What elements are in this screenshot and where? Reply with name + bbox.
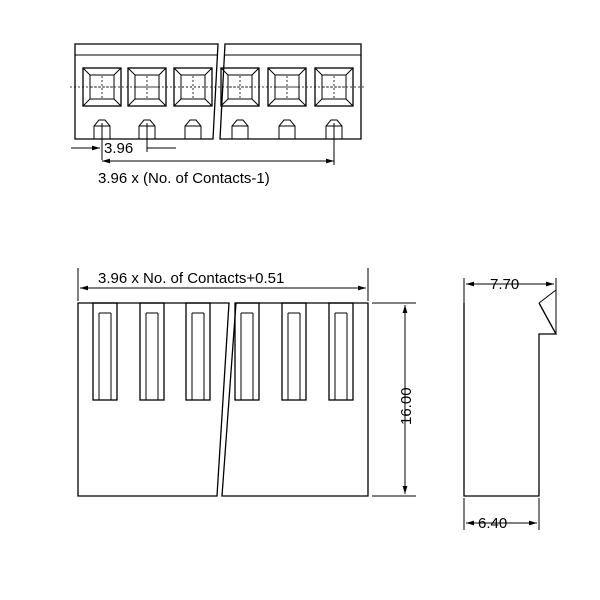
side-view-body <box>463 302 558 497</box>
top-view-contacts <box>70 67 366 139</box>
contact-cell <box>173 67 213 139</box>
height-dimension-label: 16.00 <box>398 387 415 425</box>
contact-slot <box>281 302 307 401</box>
contact-slot <box>234 302 260 401</box>
front-view-body-left <box>77 302 230 497</box>
contact-cell <box>267 67 307 139</box>
front-view: 3.96 x No. of Contacts+0.51 16.00 <box>77 268 416 497</box>
front-view-body-right <box>221 302 369 497</box>
front-view-slots <box>92 302 354 401</box>
side-view: 7.70 6.40 <box>463 276 558 532</box>
contact-slot <box>328 302 354 401</box>
overall-width-dimension-label: 3.96 x No. of Contacts+0.51 <box>98 270 284 287</box>
span-dimension-label: 3.96 x (No. of Contacts-1) <box>98 170 270 187</box>
pitch-dimension-label: 3.96 <box>104 140 133 157</box>
top-view: 3.96 3.96 x (No. of Contacts-1) <box>70 43 366 187</box>
side-bottom-width-label: 6.40 <box>478 515 507 532</box>
contact-slot <box>92 302 118 401</box>
contact-cell <box>220 67 260 139</box>
top-view-body-right <box>219 43 362 140</box>
top-view-body-left <box>74 43 219 140</box>
contact-slot <box>185 302 211 401</box>
contact-slot <box>139 302 165 401</box>
side-top-width-label: 7.70 <box>490 276 519 293</box>
